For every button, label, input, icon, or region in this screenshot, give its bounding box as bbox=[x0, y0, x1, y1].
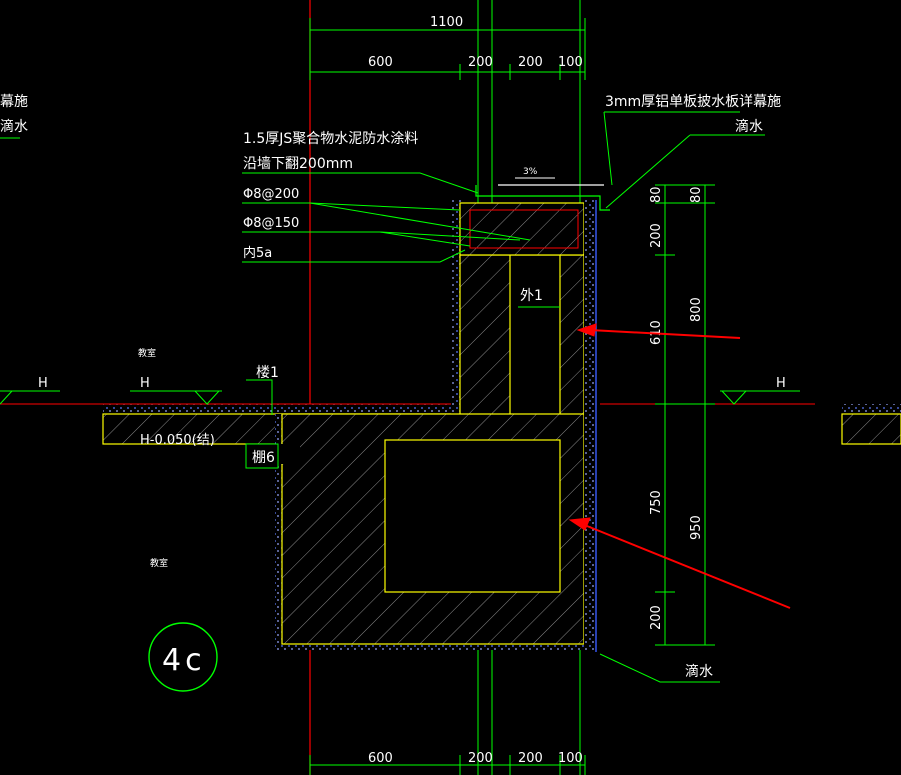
label-waterproof-1: 1.5厚JS聚合物水泥防水涂料 bbox=[243, 131, 418, 147]
upstand-void bbox=[509, 254, 561, 416]
ceiling-tab bbox=[245, 443, 279, 469]
dimension-top bbox=[309, 18, 586, 80]
coping-beam bbox=[459, 202, 585, 256]
dim-right-inner-4: 750 bbox=[649, 490, 664, 515]
red-arrows bbox=[568, 323, 791, 609]
coping-rebar-red bbox=[469, 209, 579, 249]
label-room-upper: 教室 bbox=[138, 347, 156, 359]
cladding-right bbox=[584, 200, 596, 652]
label-rebar-1: Φ8@200 bbox=[243, 187, 299, 202]
dim-right-inner-2: 200 bbox=[649, 223, 664, 248]
floor-slab-right bbox=[841, 413, 901, 445]
label-left-edge-1: 幕施 bbox=[0, 94, 28, 110]
label-rebar-2: Φ8@150 bbox=[243, 216, 299, 231]
label-detail-id: 4c bbox=[162, 643, 206, 678]
level-markers bbox=[0, 390, 800, 405]
dim-bottom-seg4: 100 bbox=[558, 751, 583, 766]
floor-slab-right-stub bbox=[842, 404, 901, 414]
dim-top-seg3: 200 bbox=[518, 55, 543, 70]
leader-lines bbox=[0, 111, 765, 683]
dim-top-seg2: 200 bbox=[468, 55, 493, 70]
label-drip-top: 滴水 bbox=[735, 118, 763, 135]
upstand-finish-left bbox=[451, 200, 461, 415]
dim-right-outer-1: 80 bbox=[689, 186, 704, 203]
beam-void bbox=[384, 439, 561, 593]
dim-bottom-seg1: 600 bbox=[368, 751, 393, 766]
label-left-edge-2: 滴水 bbox=[0, 118, 28, 135]
dim-right-inner-1: 80 bbox=[649, 186, 664, 203]
label-drip-bottom: 滴水 bbox=[685, 663, 713, 680]
beam-left-notch bbox=[275, 444, 300, 464]
label-slope: 3% bbox=[523, 167, 538, 177]
label-ceiling-6: 棚6 bbox=[252, 450, 275, 466]
dimension-bottom bbox=[309, 755, 586, 775]
dim-top-seg1: 600 bbox=[368, 55, 393, 70]
dim-right-inner-5: 200 bbox=[649, 605, 664, 630]
label-elevation: H-0.050(结) bbox=[140, 433, 215, 448]
label-aluminum-note: 3mm厚铝单板披水板详幕施 bbox=[605, 94, 781, 110]
detail-bubble bbox=[148, 622, 218, 692]
label-room-lower: 教室 bbox=[150, 557, 168, 569]
label-outer-1: 外1 bbox=[520, 288, 543, 304]
dim-right-outer-2: 800 bbox=[689, 297, 704, 322]
label-rebar-3: 内5a bbox=[243, 245, 272, 261]
label-level-right: H bbox=[776, 376, 786, 391]
dim-top-seg4: 100 bbox=[558, 55, 583, 70]
label-floor-1: 楼1 bbox=[256, 365, 279, 381]
dim-right-outer-3: 950 bbox=[689, 515, 704, 540]
label-waterproof-2: 沿墙下翻200mm bbox=[243, 156, 353, 172]
dim-bottom-seg2: 200 bbox=[468, 751, 493, 766]
dimension-right bbox=[655, 184, 715, 646]
dim-bottom-seg3: 200 bbox=[518, 751, 543, 766]
floor-slab-left-finish bbox=[103, 404, 583, 414]
label-level-left-1: H bbox=[38, 376, 48, 391]
dim-top-total: 1100 bbox=[430, 15, 463, 30]
label-level-left-2: H bbox=[140, 376, 150, 391]
